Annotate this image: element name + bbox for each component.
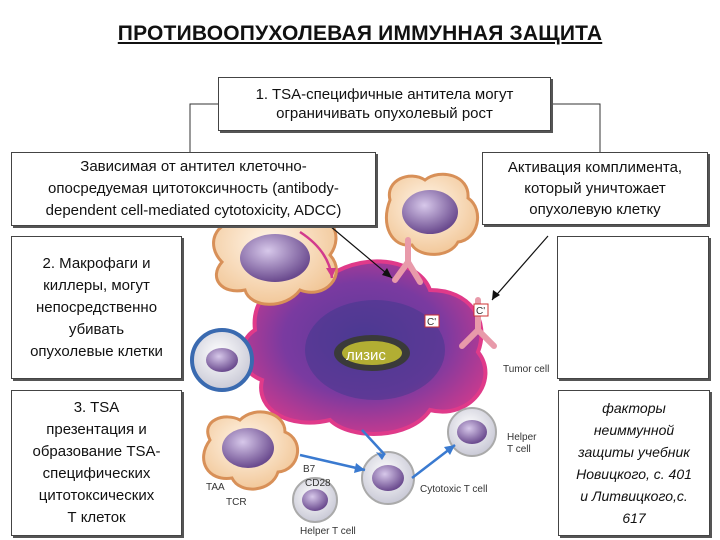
connector-left [189, 103, 218, 152]
pointer-arrows [329, 225, 549, 301]
helper-t-cell-bottom-label: Helper T cell [300, 526, 356, 537]
helper-t-cell-label-2: T cell [507, 444, 531, 455]
antibody-1 [392, 237, 423, 285]
tcr-label: TCR [226, 497, 247, 508]
box-adcc: Зависимая от антител клеточно-опосредуем… [11, 152, 376, 226]
connector-right [551, 103, 601, 152]
b7-label: B7 [303, 464, 316, 475]
box-complement: Активация комплимента,который уничтожает… [482, 152, 708, 225]
page-title: ПРОТИВООПУХОЛЕВАЯ ИММУННАЯ ЗАЩИТА [117, 22, 603, 45]
complement-2 [473, 303, 489, 317]
taa-label: TAA [206, 482, 225, 493]
macrophage-nucleus [240, 234, 310, 282]
cd28-label: CD28 [305, 478, 331, 489]
nk-nucleus [402, 190, 458, 234]
complement-label-1: C' [427, 317, 436, 328]
lysis-label: лизис [346, 347, 386, 364]
helper-t-cell-label-1: Helper [507, 432, 537, 443]
box-empty [557, 236, 709, 379]
complement-1 [424, 314, 440, 328]
tumor-cell-label: Tumor cell [503, 364, 549, 375]
complement-label-2: C' [476, 306, 485, 317]
cytotoxic-t-cell-label: Cytotoxic T cell [420, 484, 487, 495]
